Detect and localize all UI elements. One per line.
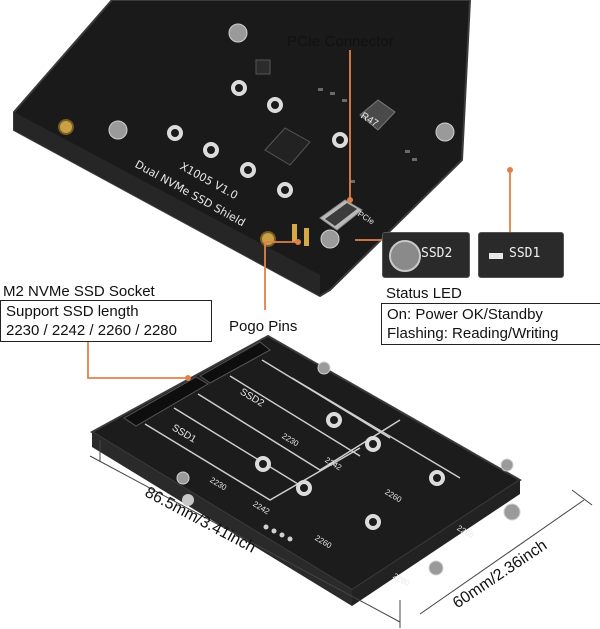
led-icon bbox=[489, 253, 503, 259]
bottom-mount-holes bbox=[176, 361, 521, 576]
inductor bbox=[359, 99, 396, 131]
status-led-title: Status LED bbox=[386, 285, 462, 302]
socket-title: M2 NVMe SSD Socket bbox=[3, 283, 155, 300]
pogo-pins bbox=[292, 224, 309, 246]
status-led-line-1: On: Power OK/Standby bbox=[387, 306, 543, 323]
socket-box: Support SSD length 2230 / 2242 / 2260 / … bbox=[0, 300, 212, 342]
status-led-line-2: Flashing: Reading/Writing bbox=[387, 325, 559, 342]
top-mount-holes bbox=[58, 23, 455, 249]
bottom-board bbox=[89, 334, 522, 606]
status-led-box: On: Power OK/Standby Flashing: Reading/W… bbox=[381, 303, 600, 345]
mount-hole-icon bbox=[389, 240, 421, 272]
led-inset-ssd1: SSD1 bbox=[478, 232, 564, 278]
led-inset-ssd2: SSD2 bbox=[382, 232, 470, 278]
top-main-chip bbox=[264, 127, 311, 166]
top-board bbox=[13, 0, 472, 298]
pogo-pins-label: Pogo Pins bbox=[229, 318, 298, 335]
top-small-chip bbox=[255, 59, 271, 75]
inset-ssd1-text: SSD1 bbox=[509, 246, 541, 261]
inset-ssd2-text: SSD2 bbox=[421, 246, 453, 261]
m2-socket-ssd2 bbox=[199, 341, 271, 384]
socket-line-1: Support SSD length bbox=[6, 303, 139, 320]
pcie-connector-label: PCIe Connector bbox=[287, 33, 394, 50]
dimension-lines bbox=[89, 440, 593, 628]
socket-line-2: 2230 / 2242 / 2260 / 2280 bbox=[6, 322, 177, 339]
top-standoff-holes bbox=[167, 80, 348, 198]
bottom-standoff-holes bbox=[255, 412, 445, 530]
m2-socket-ssd1 bbox=[123, 376, 209, 427]
